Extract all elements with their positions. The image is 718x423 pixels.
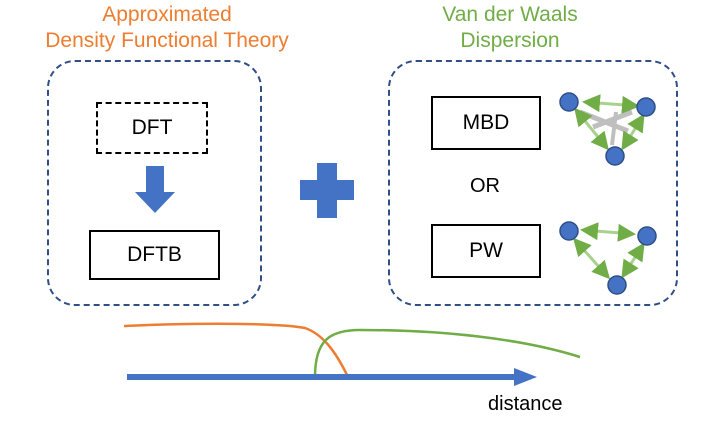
distance-axis-arrow xyxy=(127,368,537,386)
vdw-title-line2: Dispersion xyxy=(460,29,560,52)
atom-node xyxy=(637,226,657,246)
vdw-title: Van der Waals Dispersion xyxy=(400,2,620,54)
dft-box: DFT xyxy=(96,102,208,154)
dftb-box: DFTB xyxy=(89,230,220,280)
or-label: OR xyxy=(470,175,500,197)
dft-title-line2: Density Functional Theory xyxy=(45,29,289,52)
dft-damping-curve xyxy=(123,322,350,378)
atom-node xyxy=(636,97,656,117)
mbd-interaction-graphic xyxy=(559,92,656,166)
atom-node xyxy=(559,92,579,112)
pw-interaction-graphic xyxy=(559,221,657,295)
atom-node xyxy=(605,146,625,166)
dft-title: Approximated Density Functional Theory xyxy=(0,2,334,54)
vdw-title-line1: Van der Waals xyxy=(442,3,578,26)
vdw-dispersion-curve xyxy=(313,328,581,378)
pw-box: PW xyxy=(431,224,541,278)
dft-title-line1: Approximated xyxy=(102,3,232,26)
atom-node xyxy=(559,221,579,241)
atom-node xyxy=(607,275,627,295)
plus-icon xyxy=(300,163,354,218)
distance-axis-label: distance xyxy=(488,393,563,415)
mbd-box: MBD xyxy=(431,96,541,150)
down-arrow-icon xyxy=(135,166,175,213)
dft-group-box xyxy=(47,60,262,306)
vdw-group-box xyxy=(388,60,678,306)
